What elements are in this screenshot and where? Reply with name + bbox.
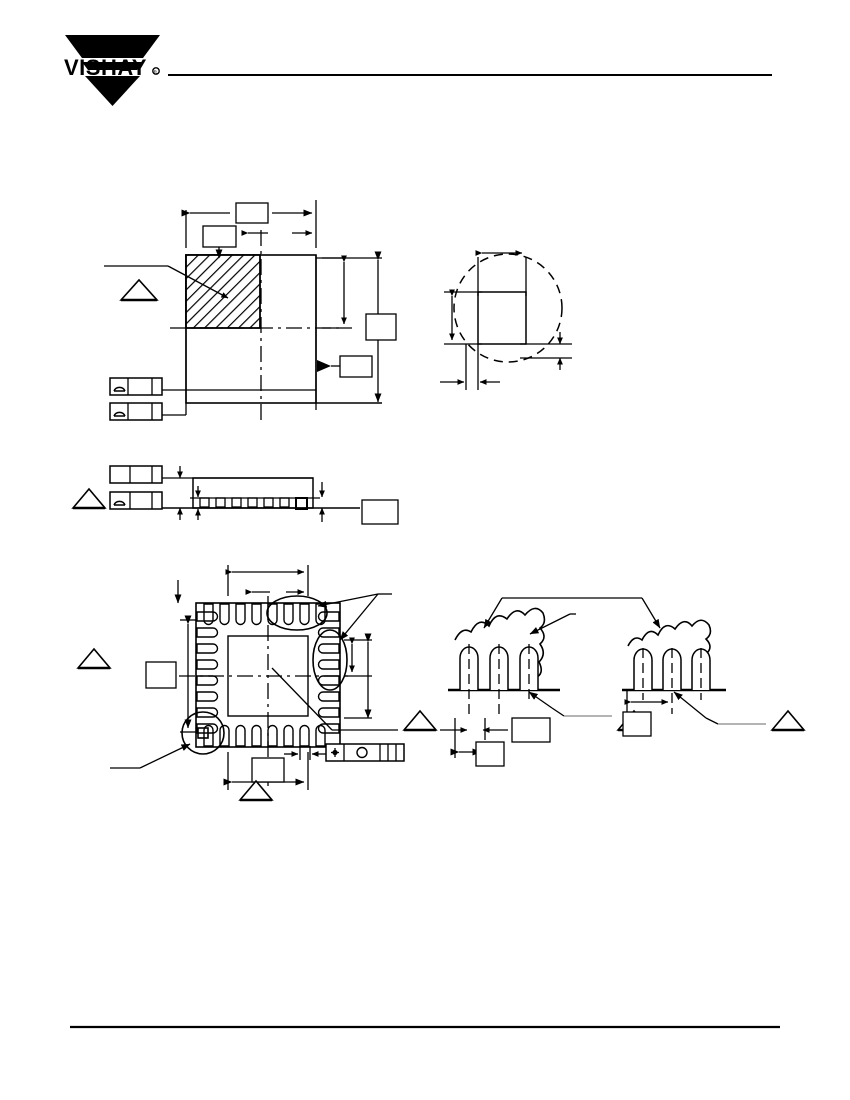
detail-dashed-circle [453,253,563,363]
position-tolerance-icon [331,748,339,757]
feature-control-frame-2 [109,255,187,421]
datum-triangle-bottom-right [402,709,438,732]
side-view [71,465,399,525]
callout-bottom-body [251,757,285,783]
callout-bottom-left [145,661,177,689]
bottom-view [76,565,438,802]
vishay-wordmark: VISHAY [64,55,147,80]
callout-top-corner [202,225,237,248]
feature-control-frame-position [325,743,405,762]
pins-right [317,611,340,734]
top-view [104,200,397,425]
diameter-icon [356,746,368,759]
detail-circle-view [440,250,572,390]
hatched-area [185,254,261,329]
feature-control-frame-1 [109,377,316,396]
callout-right-note [339,355,373,378]
datum-triangle-bottom-left [76,647,112,670]
profile-of-surface-icon [113,500,126,506]
datum-triangle-detail-right [770,709,806,732]
callout-right-height [365,313,397,341]
registered-mark-icon: R [154,69,158,74]
callout-detail-right-pitch [622,711,652,737]
pins-bottom [203,724,326,747]
lead-bumps [199,497,308,510]
header-rule [0,0,850,90]
callout-detail-left-width [475,741,505,767]
profile-of-surface-icon [113,411,126,417]
vishay-logo: VISHAY R [55,32,170,107]
datum-triangle-top-view [119,278,159,302]
callout-detail-left-pitch [511,717,551,743]
castellation-detail-right [622,619,806,737]
datum-triangle-bottom-center [238,779,274,802]
callout-side-thickness [361,499,399,525]
castellation-detail-left [440,597,661,767]
datum-triangle-side-view [71,487,107,510]
callout-top-width [235,202,269,224]
profile-of-surface-icon [113,386,126,392]
pin1-indicator [110,711,225,769]
highlight-ellipse-top [266,595,328,631]
pins-top [203,603,326,626]
feature-control-frame-side-1 [109,465,163,484]
highlight-ellipse-right [312,629,348,691]
feature-control-frame-side-2 [109,491,163,510]
pins-left [196,611,219,734]
